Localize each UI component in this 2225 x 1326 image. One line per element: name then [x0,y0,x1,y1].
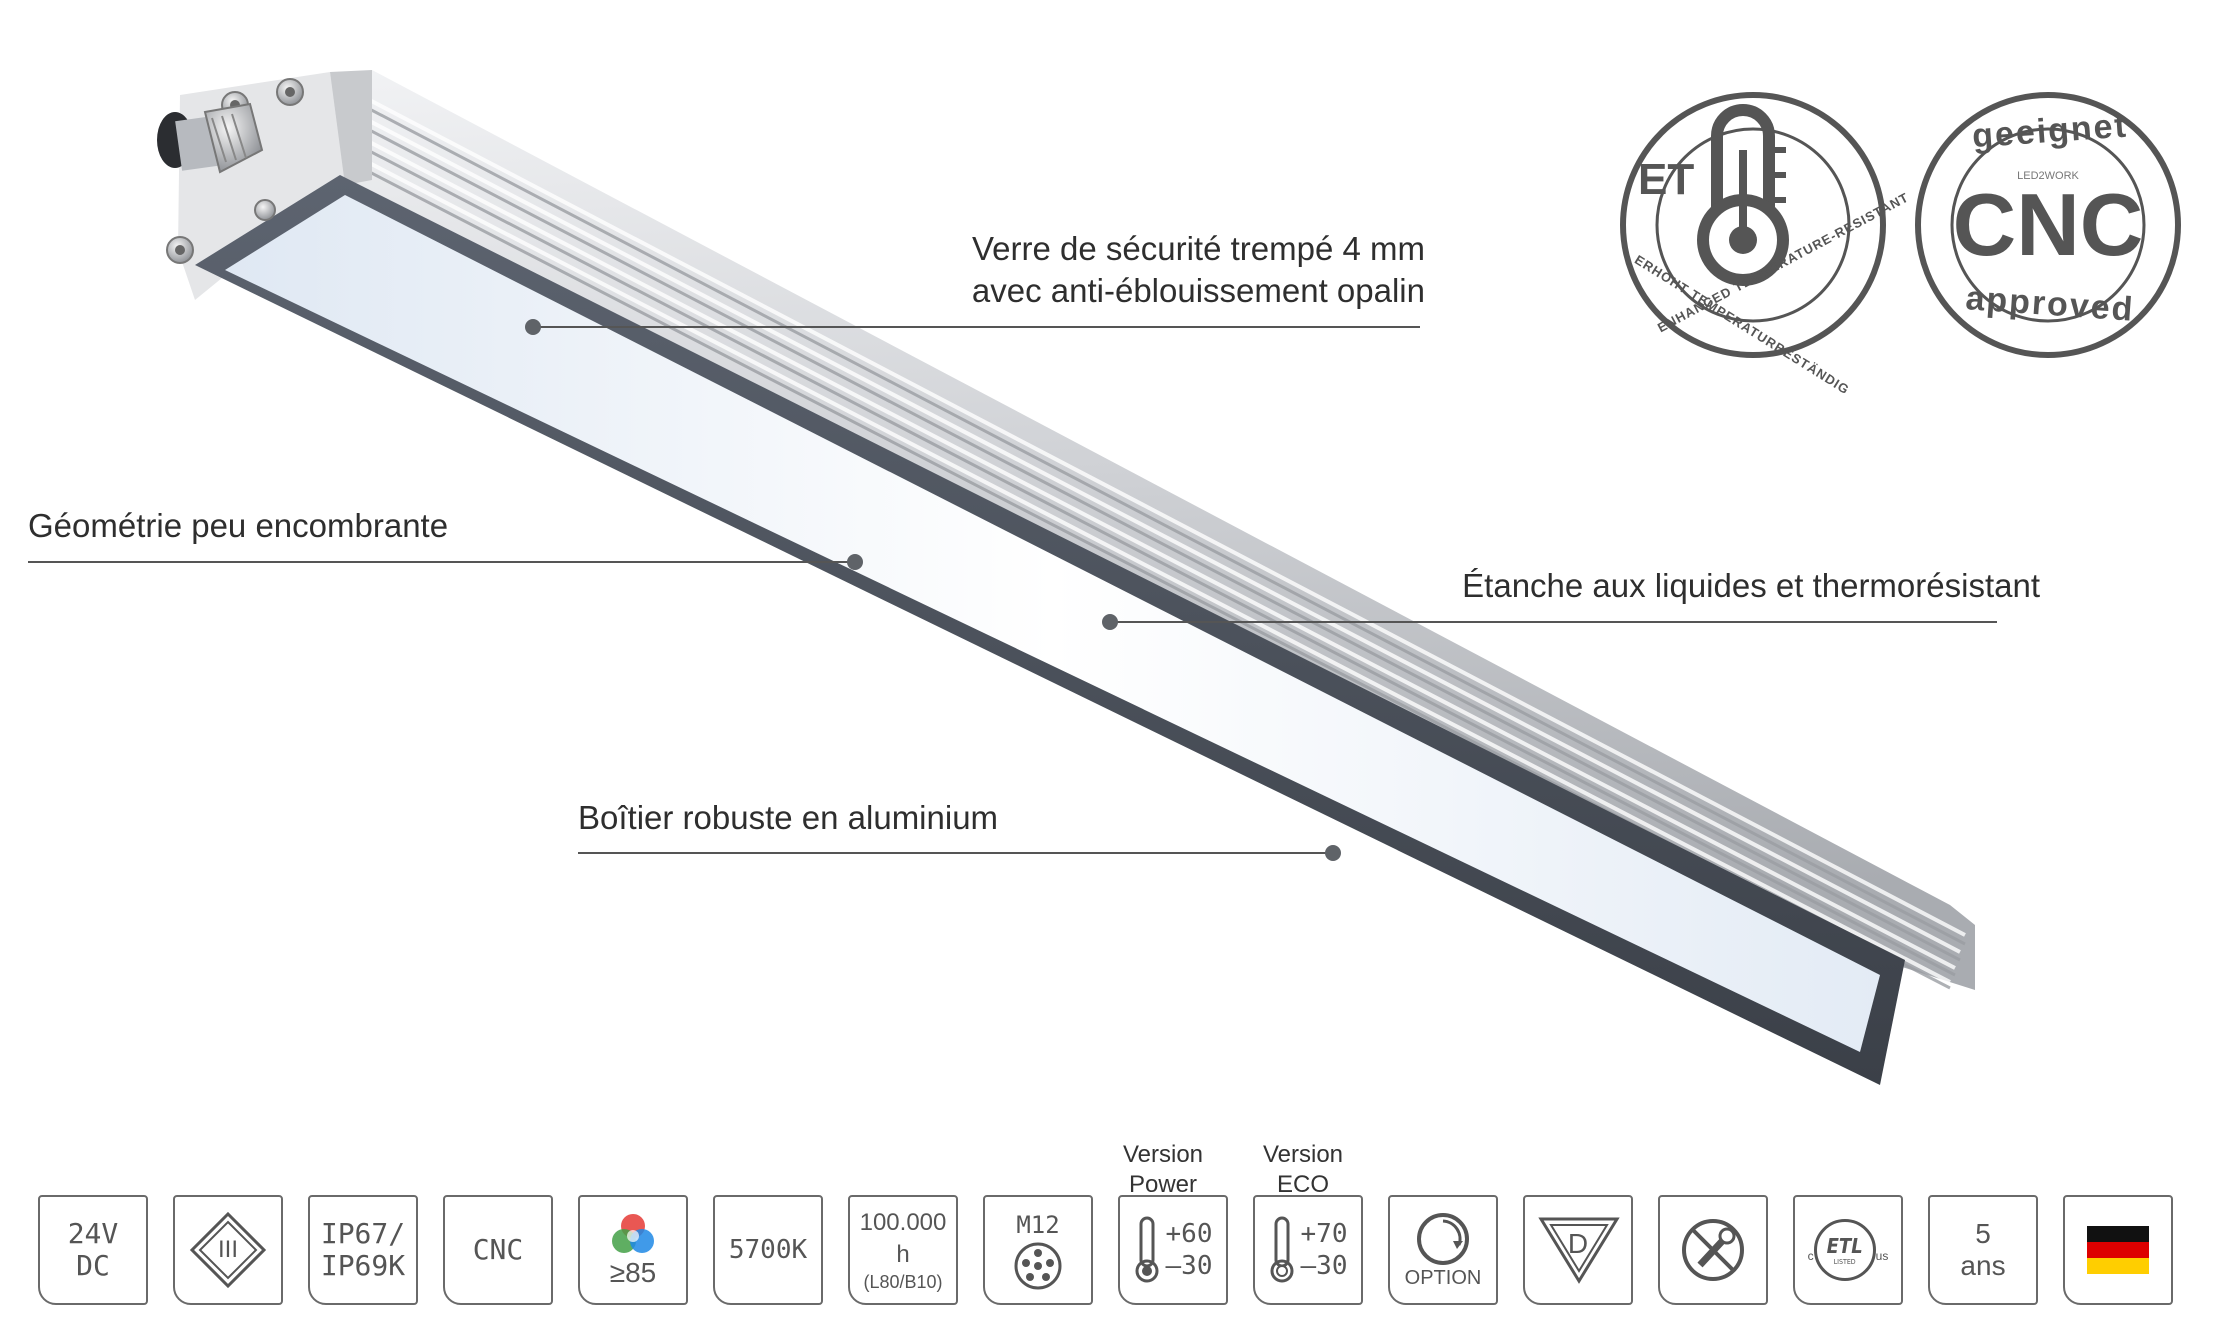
spec-d-mark-label: D [1567,1228,1589,1259]
spec-lifetime-line2: (L80/B10) [863,1272,943,1292]
spec-made-in-germany [2063,1195,2173,1305]
spec-etl-c: c [1807,1249,1814,1263]
spec-connector: M12 [983,1195,1093,1305]
version-power-line1: Version [1122,1141,1204,1168]
spec-d-mark: D [1523,1195,1633,1305]
d-mark-triangle-icon [1538,1217,1620,1284]
no-tools-icon [1682,1219,1744,1281]
version-eco-line2: ECO [1276,1171,1329,1198]
spec-no-tools [1658,1195,1768,1305]
spec-power-temp-min: –30 [1165,1251,1213,1281]
spec-color-temp-value: 5700K [728,1235,808,1265]
callout-lines [28,319,1997,861]
spec-icon-row: 24V DC III IP67/ IP69K CNC ≥85 [38,1195,2188,1315]
cnc-brand-text: LED2WORK [2017,170,2079,182]
spec-power-temp: +60 –30 [1118,1195,1228,1305]
spec-cri: ≥85 [578,1195,688,1305]
callout-housing: Boîtier robuste en aluminium [578,799,999,836]
spec-etl-mark: ETL [1826,1234,1863,1258]
et-temperature-badge [1620,92,1886,358]
spec-cri-value: ≥85 [609,1257,657,1288]
spec-voltage-line1: 24V [67,1217,119,1250]
callout-glass-line2: avec anti-éblouissement opalin [971,272,1425,309]
spec-warranty-unit: ans [1960,1250,2006,1281]
thermometer-icon [1135,1216,1159,1283]
cnc-approved-badge [1915,92,2181,358]
spec-ip-rating: IP67/ IP69K [308,1195,418,1305]
dimmer-dial-icon [1417,1213,1469,1265]
version-eco-line1: Version [1262,1141,1344,1168]
spec-voltage-line2: DC [76,1249,110,1282]
spec-warranty-number: 5 [1975,1218,1991,1249]
m12-connector [157,102,264,174]
spec-ip-line2: IP69K [320,1249,406,1282]
callout-sealed: Étanche aux liquides et thermorésistant [1462,567,2040,604]
spec-etl-us: us [1875,1249,1889,1263]
protection-class-diamond-icon [189,1211,267,1289]
german-flag-icon [2087,1226,2149,1274]
spec-cnc: CNC [443,1195,553,1305]
spec-protection-class-label: III [217,1236,238,1263]
spec-color-temp: 5700K [713,1195,823,1305]
spec-eco-temp-max: +70 [1300,1219,1348,1249]
spec-connector-label: M12 [1016,1211,1060,1239]
spec-voltage: 24V DC [38,1195,148,1305]
spec-lifetime: 100.000 h (L80/B10) [848,1195,958,1305]
m12-pin-icon [1014,1242,1062,1290]
spec-option: OPTION [1388,1195,1498,1305]
spec-cnc-label: CNC [472,1233,524,1266]
spec-ip-line1: IP67/ [320,1217,406,1250]
spec-warranty: 5 ans [1928,1195,2038,1305]
thermometer-icon [1270,1216,1294,1283]
spec-power-temp-max: +60 [1165,1219,1213,1249]
spec-eco-temp-min: –30 [1300,1251,1348,1281]
spec-etl-listed-text: LISTED [1833,1258,1856,1266]
color-rendering-icon [612,1214,654,1253]
spec-etl-listed: c ETL LISTED us [1793,1195,1903,1305]
version-eco-label: Version ECO [1238,1140,1368,1200]
housing-ribs [353,93,1966,984]
callout-geometry: Géométrie peu encombrante [28,507,449,544]
spec-option-label: OPTION [1404,1267,1482,1289]
cnc-center-text: CNC [1952,175,2144,274]
spec-lifetime-line1: 100.000 h [859,1209,947,1268]
opal-glass-panel [225,195,1880,1052]
et-badge-text: ET [1638,155,1695,204]
spec-protection-class: III [173,1195,283,1305]
version-power-label: Version Power [1098,1140,1228,1200]
callout-glass-line1: Verre de sécurité trempé 4 mm [971,230,1425,267]
version-power-line2: Power [1128,1171,1198,1198]
spec-eco-temp: +70 –30 [1253,1195,1363,1305]
callout-glass: Verre de sécurité trempé 4 mm avec anti-… [880,228,1425,312]
